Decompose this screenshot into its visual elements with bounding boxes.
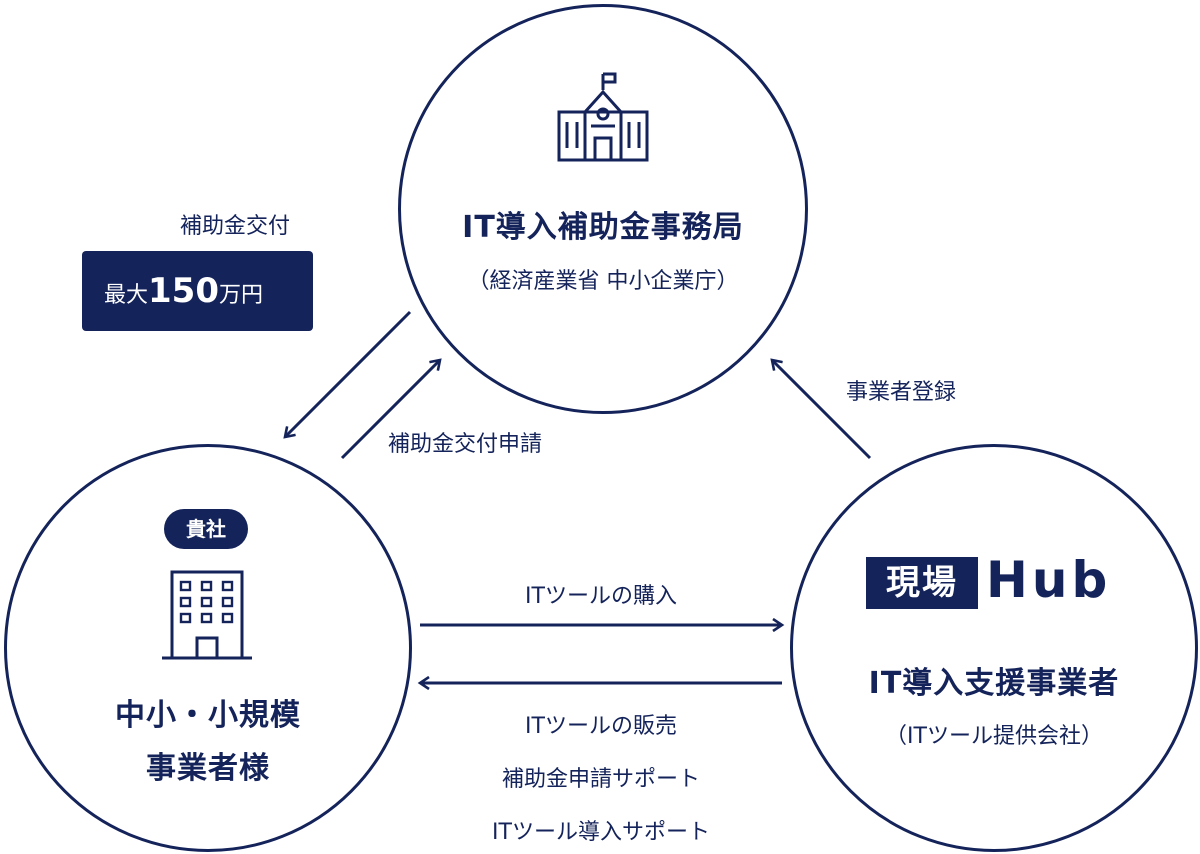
sme-title-line1: 中小・小規模: [115, 698, 301, 733]
office-building-icon: [162, 570, 252, 660]
arrow-subsidy-grant: [285, 310, 412, 437]
subsidy-support-label: 補助金申請サポート: [501, 767, 700, 792]
it-tool-sales-label: ITツールの販売: [525, 714, 677, 739]
school-building-icon: [557, 72, 649, 162]
logo-box-text: 現場: [886, 563, 958, 603]
arrow-subsidy-application: [340, 360, 440, 460]
company-badge-label: 貴社: [186, 517, 226, 541]
secretariat-subtitle: （経済産業省 中小企業庁）: [467, 269, 739, 294]
secretariat-circle: [398, 4, 808, 414]
genba-hub-logo: 現場 Hub: [866, 551, 1126, 609]
secretariat-title: IT導入補助金事務局: [462, 210, 744, 245]
it-tool-introduction-label: ITツール導入サポート: [492, 820, 710, 845]
logo-hub-text: Hub: [986, 551, 1112, 609]
sme-title-line2: 事業者様: [146, 751, 270, 786]
max-subsidy-box: 最大150万円: [82, 251, 313, 331]
it-vendor-subtitle: （ITツール提供会社）: [885, 724, 1103, 749]
logo-box: 現場: [866, 557, 978, 609]
company-badge: 貴社: [164, 509, 248, 549]
purchase-label: ITツールの購入: [525, 584, 677, 609]
it-vendor-circle: [790, 444, 1198, 852]
subsidy-grant-caption: 補助金交付: [180, 214, 291, 239]
subsidy-application-label: 補助金交付申請: [388, 432, 543, 457]
arrow-vendor-registration: [772, 360, 872, 460]
max-subsidy-prefix: 最大: [104, 283, 149, 308]
it-vendor-title: IT導入支援事業者: [868, 666, 1120, 701]
max-subsidy-unit: 万円: [219, 283, 264, 308]
vendor-registration-label: 事業者登録: [846, 380, 957, 405]
max-subsidy-amount: 150: [148, 271, 219, 311]
